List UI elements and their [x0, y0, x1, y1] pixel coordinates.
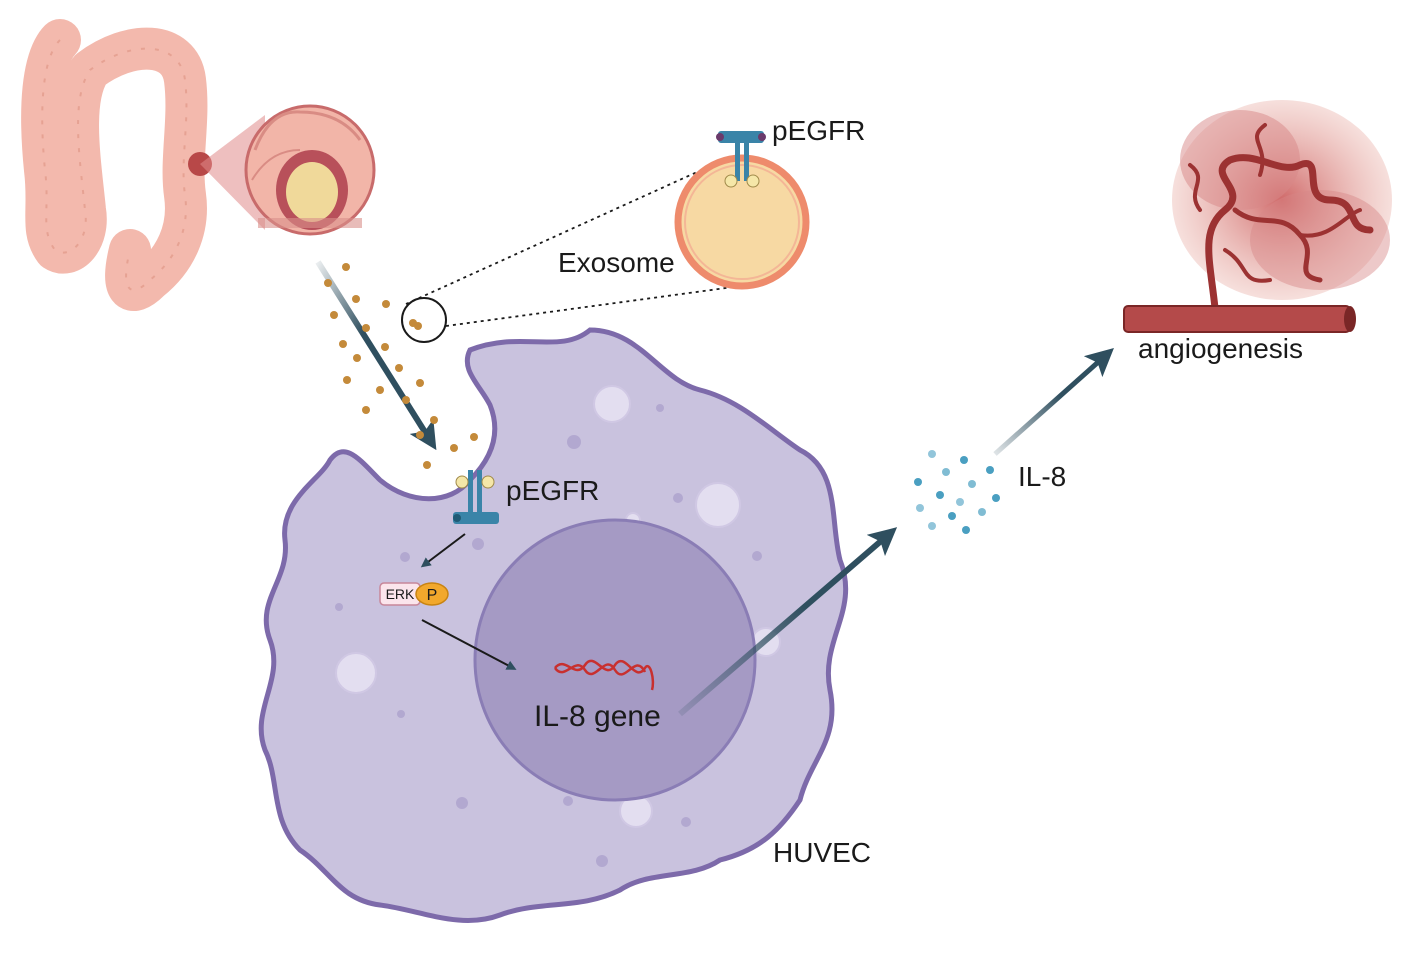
exosome-callout-circle	[401, 297, 447, 343]
erk-to-gene-arrow	[421, 619, 517, 670]
exosome-zoom	[674, 154, 810, 290]
exosome-particles	[324, 263, 478, 469]
huvec-label: HUVEC	[773, 837, 871, 868]
il8-particles	[914, 450, 1000, 534]
erk-label: ERK	[386, 586, 415, 602]
il8-dna-icon	[553, 659, 655, 691]
angiogenesis-arrow	[993, 348, 1114, 456]
exosome-uptake-arrow	[315, 260, 437, 451]
il8-gene-label: IL-8 gene	[534, 700, 661, 733]
zoom-line-top	[405, 157, 729, 305]
nucleus	[473, 518, 757, 802]
tumor-vasculature	[1123, 100, 1392, 333]
il8-secretion-arrow	[678, 527, 898, 717]
pegfr-receptor-exosome	[716, 131, 766, 188]
tumor-magnified-view	[244, 104, 376, 236]
zoom-line-bottom	[445, 281, 771, 327]
blood-vessel	[1123, 305, 1351, 333]
pegfr-cell-label: pEGFR	[506, 475, 599, 506]
colon-illustration	[21, 19, 212, 311]
pegfr-receptor-membrane	[453, 470, 499, 524]
erk-phospho-complex: ERK P	[379, 582, 449, 606]
pegfr-exosome-label: pEGFR	[772, 115, 865, 146]
angiogenesis-label: angiogenesis	[1138, 333, 1303, 364]
zoom-cone	[200, 115, 265, 230]
il8-label: IL-8	[1018, 461, 1066, 492]
receptor-to-erk-arrow	[420, 533, 466, 568]
phospho-label: P	[427, 587, 438, 604]
phospho-badge	[415, 582, 449, 606]
exosome-label: Exosome	[558, 247, 675, 278]
